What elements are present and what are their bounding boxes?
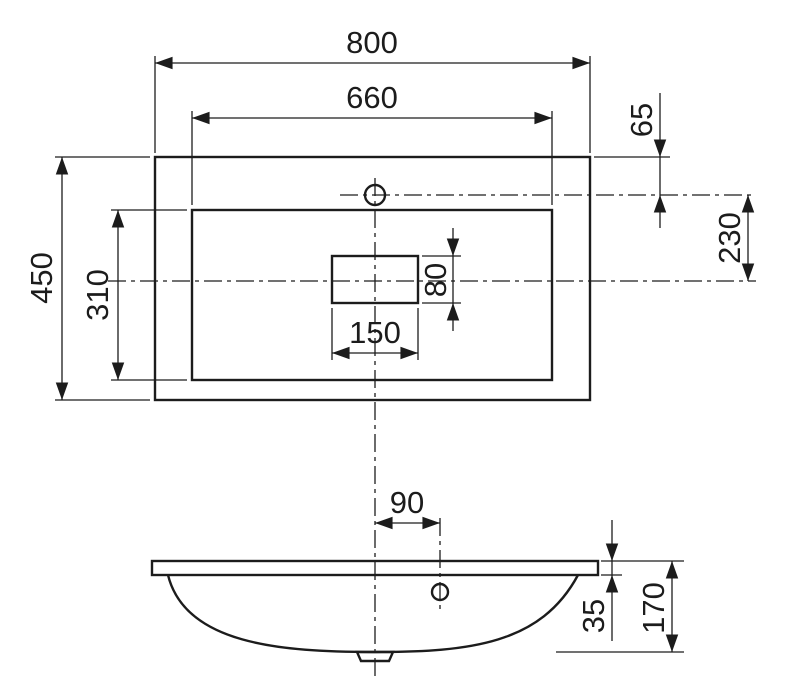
dim-label-310: 310 xyxy=(80,269,115,321)
dim-rim-depth: 35 xyxy=(576,520,622,641)
dim-overall-width: 800 xyxy=(154,25,591,153)
dim-drain-width: 150 xyxy=(331,308,419,360)
dim-basin-width: 660 xyxy=(191,80,553,205)
dim-label-800: 800 xyxy=(346,25,398,60)
dim-label-170: 170 xyxy=(636,582,671,634)
dim-label-35: 35 xyxy=(576,599,611,633)
dim-drain-height: 80 xyxy=(418,228,461,331)
basin-inner-edge xyxy=(190,208,554,382)
dim-label-90: 90 xyxy=(390,485,424,520)
dim-label-80: 80 xyxy=(418,263,453,297)
drain-stub xyxy=(355,650,395,663)
dim-total-depth: 170 xyxy=(556,560,684,653)
front-view xyxy=(150,559,600,663)
centerlines xyxy=(108,178,756,676)
bowl-profile xyxy=(166,574,580,654)
dim-overall-depth: 450 xyxy=(24,156,150,401)
dim-label-660: 660 xyxy=(346,80,398,115)
dim-label-450: 450 xyxy=(24,252,59,304)
dim-label-150: 150 xyxy=(349,315,401,350)
drain-cutout xyxy=(330,254,420,305)
top-view xyxy=(153,155,592,402)
faucet-hole xyxy=(363,183,387,207)
countertop-slab xyxy=(150,559,600,577)
dim-label-65: 65 xyxy=(624,103,659,137)
dim-label-230: 230 xyxy=(712,212,747,264)
dim-hole-offset: 90 xyxy=(375,485,440,530)
front-overflow-hole xyxy=(430,582,450,602)
dim-faucet-offset: 65 xyxy=(594,93,670,228)
dim-faucet-to-drain: 230 xyxy=(712,195,755,281)
basin-outer-edge xyxy=(153,155,592,402)
dim-basin-depth: 310 xyxy=(80,209,187,381)
